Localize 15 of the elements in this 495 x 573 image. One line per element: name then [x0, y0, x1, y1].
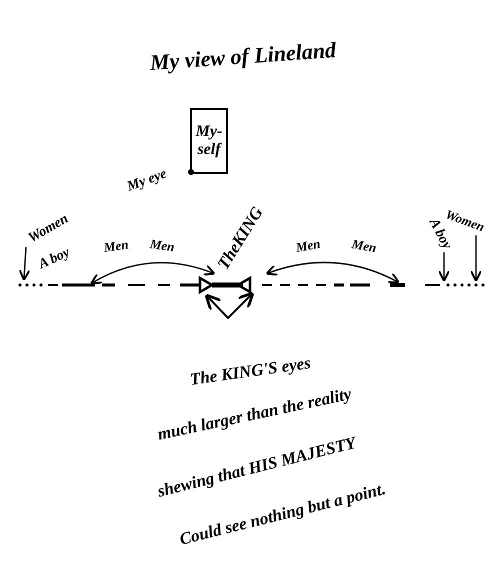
- square-box: [190, 108, 228, 174]
- arrow: [266, 262, 400, 284]
- caption-text: The KING'S eyes: [188, 353, 312, 390]
- text-label: Men: [102, 236, 130, 256]
- text-label: Men: [148, 236, 176, 256]
- arrow: [470, 235, 482, 282]
- arrow: [18, 246, 30, 281]
- text-label: Men: [350, 236, 378, 256]
- title: My view of Lineland: [149, 37, 337, 76]
- arrow: [438, 252, 450, 282]
- arrow: [90, 262, 216, 284]
- eye-label: My eye: [125, 166, 170, 196]
- box-label: My- self: [194, 123, 224, 159]
- text-label: A boy: [36, 245, 73, 274]
- text-label: Men: [294, 236, 322, 256]
